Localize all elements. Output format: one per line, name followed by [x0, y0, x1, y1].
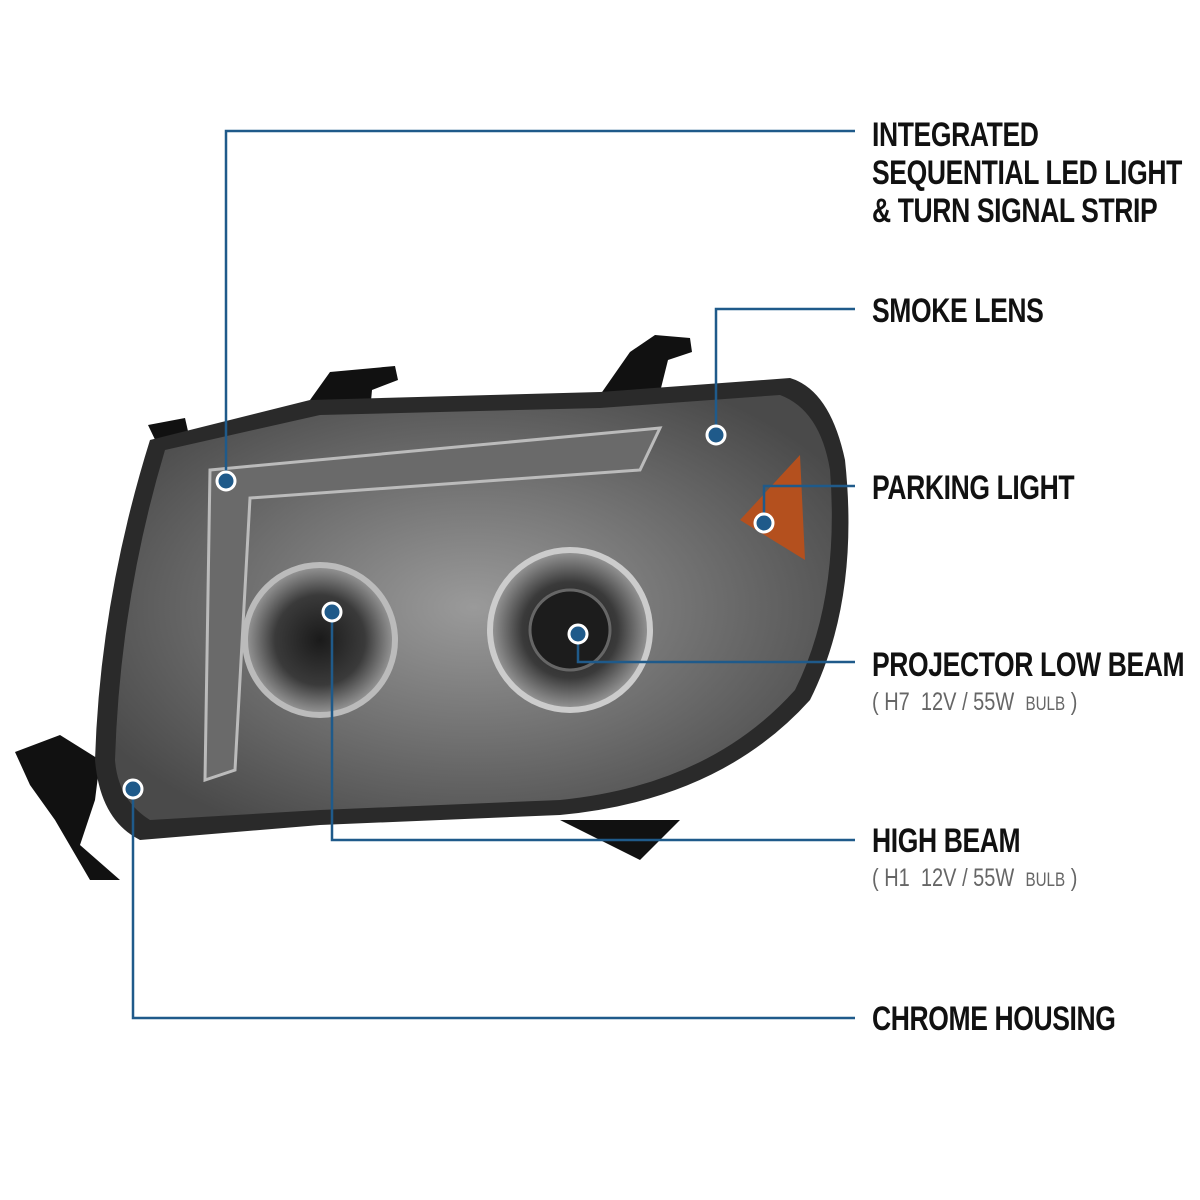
callout-line-parking: [762, 484, 855, 523]
dot-parking: [753, 512, 775, 534]
label-parking-light: PARKING LIGHT: [872, 469, 1075, 507]
label-line: INTEGRATED: [872, 116, 1039, 154]
callout-line-chrome: [131, 789, 855, 1020]
bulb-spec-high-beam: ( H1 12V / 55W BULB ): [872, 864, 1078, 892]
callout-line-led: [224, 129, 855, 481]
parking-light: [740, 455, 805, 560]
label-projector-low-beam: PROJECTOR LOW BEAM: [872, 646, 1185, 684]
dot-smoke: [705, 424, 727, 446]
callout-dots: [122, 424, 775, 800]
smoke-lens: [115, 395, 832, 820]
label-smoke-lens: SMOKE LENS: [872, 292, 1044, 330]
bulb-spec-low-beam: ( H7 12V / 55W BULB ): [872, 688, 1078, 716]
dot-led: [215, 470, 237, 492]
led-strip: [203, 426, 663, 783]
dot-projector: [567, 623, 589, 645]
dot-chrome: [122, 778, 144, 800]
label-line: SEQUENTIAL LED LIGHT: [872, 154, 1182, 192]
callout-line-smoke: [714, 307, 855, 435]
label-line: & TURN SIGNAL STRIP: [872, 192, 1158, 230]
callout-lines: [131, 129, 855, 1020]
label-led-strip: INTEGRATED SEQUENTIAL LED LIGHT & TURN S…: [872, 116, 1182, 230]
label-high-beam: HIGH BEAM: [872, 822, 1021, 860]
dot-high-beam: [321, 601, 343, 623]
high-beam-projector: [242, 562, 398, 718]
callout-line-high-beam: [330, 612, 855, 842]
label-chrome-housing: CHROME HOUSING: [872, 1000, 1116, 1038]
